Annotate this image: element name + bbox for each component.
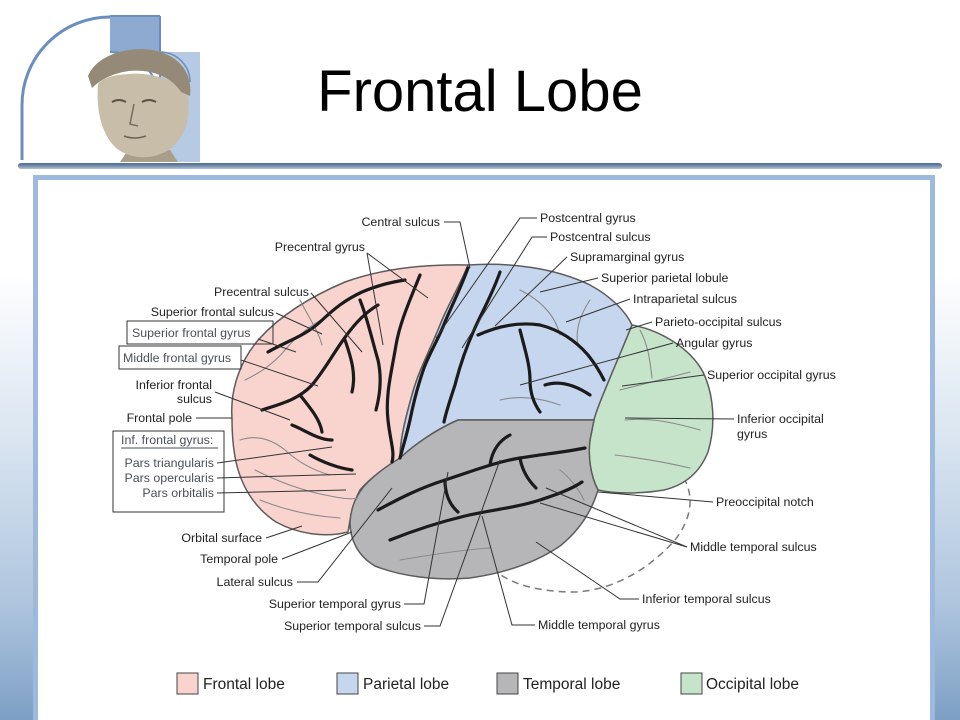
leader-line — [519, 342, 674, 386]
hidden-outline — [491, 474, 691, 593]
leader-line — [404, 471, 449, 605]
leader-line — [265, 525, 303, 539]
gyri-lines — [239, 289, 701, 561]
leader-line — [240, 359, 319, 387]
label-inferior-frontal-gyrus-heading: Inf. frontal gyrus: — [121, 433, 213, 447]
leader-line — [625, 321, 653, 331]
leader-line — [310, 292, 363, 353]
legend-swatch-temporal — [496, 672, 519, 695]
label-preoccipital-notch: Preoccipital notch — [716, 495, 814, 509]
label-temporal-pole: Temporal pole — [200, 552, 278, 566]
label-superior-occipital-gyrus: Superior occipital gyrus — [707, 368, 836, 382]
legend-swatch-occipital — [680, 672, 703, 695]
legend-label-temporal: Temporal lobe — [523, 676, 620, 693]
label-superior-frontal-gyrus: Superior frontal gyrus — [132, 326, 250, 340]
leader-line — [435, 217, 537, 339]
leader-line — [444, 221, 471, 269]
leader-line — [297, 487, 393, 583]
leader-line — [494, 256, 568, 327]
label-postcentral-sulcus: Postcentral sulcus — [550, 230, 651, 244]
legend-item-occipital: Occipital lobe — [680, 672, 799, 695]
leader-lines — [196, 217, 735, 627]
label-inferior-temporal-sulcus: Inferior temporal sulcus — [642, 592, 771, 606]
title-divider — [18, 163, 942, 169]
label-supramarginal-gyrus: Supramarginal gyrus — [570, 250, 684, 264]
label-precentral-gyrus: Precentral gyrus — [275, 240, 365, 254]
legend-swatch-parietal — [336, 672, 359, 695]
temporal-lobe-region — [349, 419, 599, 580]
label-superior-temporal-gyrus: Superior temporal gyrus — [269, 597, 401, 611]
label-middle-temporal-sulcus: Middle temporal sulcus — [690, 540, 817, 554]
legend-swatch-frontal — [176, 672, 199, 695]
label-frontal-pole: Frontal pole — [127, 411, 193, 425]
leader-line — [565, 298, 631, 323]
label-superior-frontal-sulcus: Superior frontal sulcus — [151, 305, 274, 319]
label-pars-opercularis: Pars opercularis — [124, 471, 214, 485]
logo — [18, 12, 200, 162]
label-postcentral-gyrus: Postcentral gyrus — [540, 211, 636, 225]
leader-line — [257, 338, 297, 353]
occipital-lobe-region — [588, 324, 714, 494]
statue-head-icon — [88, 49, 191, 162]
leader-line — [214, 391, 291, 421]
label-inferior-frontal-sulcus-line1: Inferior frontal — [136, 378, 212, 392]
label-inferior-occipital-gyrus-line2: gyrus — [737, 427, 767, 441]
leader-line — [535, 541, 639, 600]
leader-line — [275, 312, 323, 335]
leader-line — [539, 502, 688, 548]
superior-frontal-gyrus-box — [126, 320, 274, 345]
slide-title: Frontal Lobe — [317, 59, 643, 124]
legend-item-temporal: Temporal lobe — [496, 672, 620, 695]
label-superior-temporal-sulcus: Superior temporal sulcus — [284, 619, 421, 633]
label-inferior-frontal-sulcus-line2: sulcus — [177, 392, 212, 406]
legend-label-occipital: Occipital lobe — [706, 676, 799, 693]
legend-item-frontal: Frontal lobe — [176, 672, 285, 695]
leader-line — [597, 491, 714, 503]
leader-line — [216, 446, 333, 464]
label-orbital-surface: Orbital surface — [181, 531, 262, 545]
label-middle-temporal-gyrus: Middle temporal gyrus — [538, 618, 660, 632]
leader-line — [216, 473, 357, 479]
label-pars-triangularis: Pars triangularis — [124, 456, 214, 470]
leader-line — [461, 236, 547, 349]
legend-label-frontal: Frontal lobe — [203, 676, 285, 693]
sulci-lines — [260, 266, 606, 542]
middle-frontal-gyrus-box — [118, 345, 242, 370]
leader-line — [281, 531, 353, 560]
leader-line — [481, 515, 535, 626]
leader-line — [539, 277, 599, 293]
label-superior-parietal-lobule: Superior parietal lobule — [601, 271, 729, 285]
label-pars-orbitalis: Pars orbitalis — [142, 486, 214, 500]
legend-item-parietal: Parietal lobe — [336, 672, 449, 695]
leader-line — [624, 417, 735, 420]
label-precentral-sulcus: Precentral sulcus — [214, 285, 309, 299]
inferior-frontal-gyrus-box — [112, 430, 225, 513]
legend-label-parietal: Parietal lobe — [363, 676, 449, 693]
label-parieto-occipital-sulcus: Parieto-occipital sulcus — [655, 315, 782, 329]
label-inferior-occipital-gyrus-line1: Inferior occipital — [737, 412, 824, 426]
leader-line — [366, 252, 429, 299]
label-intraparietal-sulcus: Intraparietal sulcus — [633, 292, 737, 306]
leader-line — [366, 252, 384, 346]
legend: Frontal lobe Parietal lobe Temporal lobe… — [176, 672, 799, 695]
label-angular-gyrus: Angular gyrus — [676, 336, 752, 350]
label-middle-frontal-gyrus: Middle frontal gyrus — [123, 351, 231, 365]
leader-line — [545, 487, 688, 548]
leader-line — [424, 459, 501, 627]
label-lateral-sulcus: Lateral sulcus — [217, 575, 293, 589]
label-central-sulcus: Central sulcus — [361, 215, 440, 229]
leader-line — [621, 374, 705, 387]
leader-line — [216, 489, 347, 494]
